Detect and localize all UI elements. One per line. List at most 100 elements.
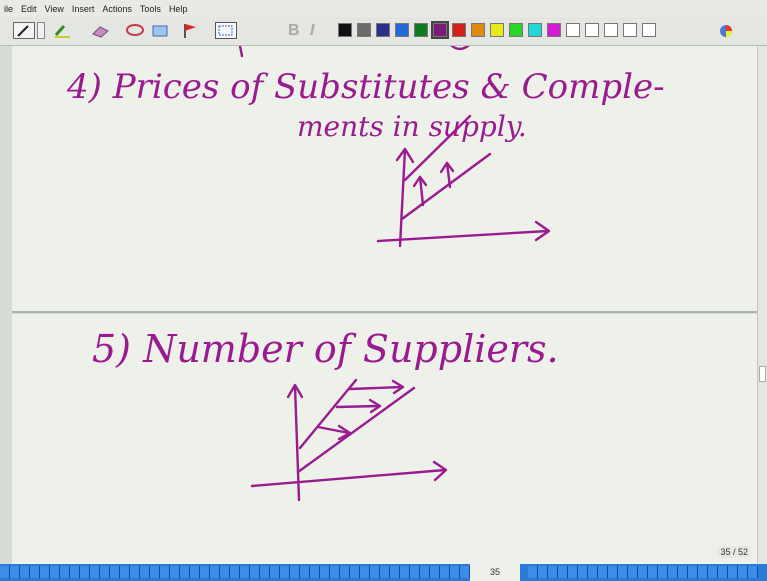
page-tab[interactable] <box>708 566 718 578</box>
page-top[interactable]: 4) Prices of Substitutes & Comple- ments… <box>12 46 757 313</box>
page-tab[interactable] <box>0 566 10 578</box>
page-tab[interactable] <box>280 566 290 578</box>
page-tab[interactable] <box>450 566 460 578</box>
insert-space-button[interactable] <box>150 22 172 39</box>
page-tab[interactable] <box>60 566 70 578</box>
page-tab[interactable] <box>430 566 440 578</box>
page-tab[interactable] <box>628 566 638 578</box>
menu-tools[interactable]: Tools <box>139 3 161 14</box>
page-tab[interactable] <box>400 566 410 578</box>
lasso-button[interactable] <box>124 22 148 39</box>
page-tab[interactable] <box>330 566 340 578</box>
page-tab[interactable] <box>718 566 728 578</box>
page-tab[interactable] <box>290 566 300 578</box>
vertical-scrollbar[interactable] <box>757 46 767 564</box>
select-button[interactable] <box>215 22 237 39</box>
page-tab[interactable] <box>578 566 588 578</box>
page-tab[interactable] <box>370 566 380 578</box>
color-swatch[interactable] <box>338 23 352 37</box>
page-tab[interactable] <box>598 566 608 578</box>
page-tab[interactable] <box>70 566 80 578</box>
color-swatch[interactable] <box>452 23 466 37</box>
page-tab[interactable] <box>678 566 688 578</box>
page-tab[interactable] <box>568 566 578 578</box>
page-tab[interactable] <box>30 566 40 578</box>
page-tab[interactable] <box>668 566 678 578</box>
menu-edit[interactable]: Edit <box>21 3 37 14</box>
color-swatch[interactable] <box>414 23 428 37</box>
pen-tool-button[interactable] <box>13 22 35 39</box>
color-swatch[interactable] <box>566 23 580 37</box>
page-tabs-left[interactable] <box>0 566 470 579</box>
page-tab[interactable] <box>90 566 100 578</box>
page-tab[interactable] <box>120 566 130 578</box>
page-tab[interactable] <box>638 566 648 578</box>
page-tab[interactable] <box>250 566 260 578</box>
page-tab[interactable] <box>80 566 90 578</box>
page-tab[interactable] <box>390 566 400 578</box>
page-tab[interactable] <box>728 566 738 578</box>
page-tab[interactable] <box>588 566 598 578</box>
page-tab[interactable] <box>340 566 350 578</box>
italic-button[interactable]: I <box>310 22 315 39</box>
page-tab[interactable] <box>50 566 60 578</box>
highlighter-button[interactable] <box>52 22 82 39</box>
page-tab[interactable] <box>160 566 170 578</box>
menu-actions[interactable]: Actions <box>102 3 132 14</box>
page-tab[interactable] <box>410 566 420 578</box>
pen-dropdown[interactable] <box>37 22 45 39</box>
page-tab[interactable] <box>240 566 250 578</box>
page-tab[interactable] <box>350 566 360 578</box>
page-tab[interactable] <box>320 566 330 578</box>
page-tab[interactable] <box>230 566 240 578</box>
page-tabs-right[interactable] <box>528 566 758 579</box>
flag-button[interactable] <box>180 22 204 39</box>
page-tab[interactable] <box>200 566 210 578</box>
page-tab[interactable] <box>688 566 698 578</box>
color-swatch[interactable] <box>509 23 523 37</box>
page-tab[interactable] <box>300 566 310 578</box>
page-tab[interactable] <box>380 566 390 578</box>
menu-view[interactable]: View <box>44 3 64 14</box>
color-wheel-button[interactable] <box>716 22 736 39</box>
page-bottom[interactable]: 5) Number of Suppliers. 35 / 52 <box>12 314 757 564</box>
color-swatch[interactable] <box>528 23 542 37</box>
page-tab[interactable] <box>220 566 230 578</box>
color-swatch[interactable] <box>357 23 371 37</box>
page-tab[interactable] <box>648 566 658 578</box>
page-navigator-bar[interactable]: 35 <box>0 564 767 581</box>
page-tab[interactable] <box>260 566 270 578</box>
color-swatch[interactable] <box>490 23 504 37</box>
page-tab[interactable] <box>618 566 628 578</box>
menu-file[interactable]: ile <box>4 3 14 14</box>
page-tab[interactable] <box>460 566 470 578</box>
page-tab[interactable] <box>310 566 320 578</box>
scrollbar-thumb[interactable] <box>759 366 766 382</box>
page-tab[interactable] <box>548 566 558 578</box>
color-swatch[interactable] <box>604 23 618 37</box>
eraser-button[interactable] <box>88 22 118 39</box>
page-tab[interactable] <box>738 566 748 578</box>
page-tab[interactable] <box>440 566 450 578</box>
page-tab[interactable] <box>270 566 280 578</box>
page-tab[interactable] <box>100 566 110 578</box>
bold-button[interactable]: B <box>288 22 300 39</box>
color-swatch[interactable] <box>395 23 409 37</box>
page-tab[interactable] <box>180 566 190 578</box>
page-tab[interactable] <box>558 566 568 578</box>
color-swatch[interactable] <box>585 23 599 37</box>
color-swatch[interactable] <box>547 23 561 37</box>
color-swatch[interactable] <box>376 23 390 37</box>
page-tab[interactable] <box>698 566 708 578</box>
color-swatch[interactable] <box>642 23 656 37</box>
page-tab[interactable] <box>748 566 758 578</box>
color-swatch[interactable] <box>623 23 637 37</box>
page-tab[interactable] <box>360 566 370 578</box>
page-tab[interactable] <box>170 566 180 578</box>
notes-canvas[interactable]: 4) Prices of Substitutes & Comple- ments… <box>12 46 757 564</box>
page-tab[interactable] <box>420 566 430 578</box>
page-tab[interactable] <box>538 566 548 578</box>
page-tab[interactable] <box>10 566 20 578</box>
color-swatch[interactable] <box>431 21 449 39</box>
page-tab[interactable] <box>110 566 120 578</box>
